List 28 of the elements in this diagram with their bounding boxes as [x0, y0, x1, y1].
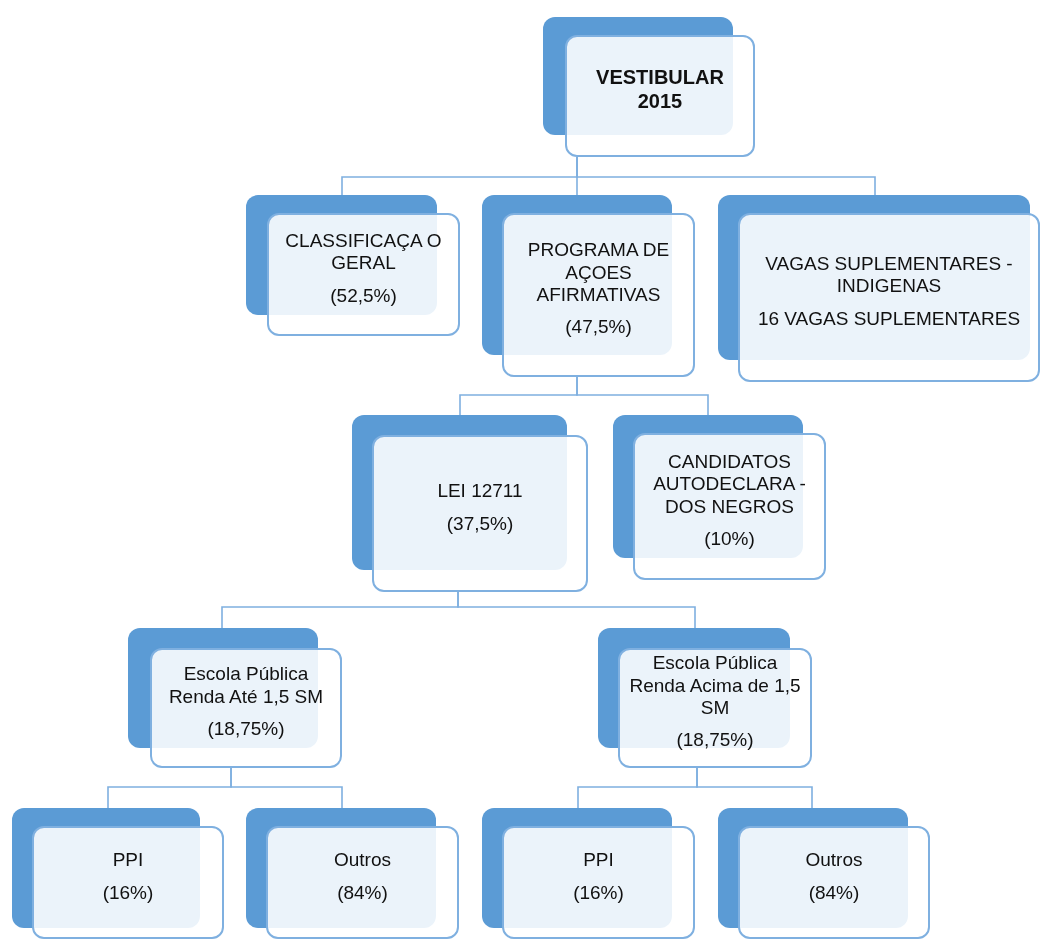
node-value: (84%) [337, 881, 388, 904]
node-value: (18,75%) [207, 718, 285, 741]
connector-line [230, 767, 343, 809]
node-value: (18,75%) [676, 729, 754, 752]
node-title: LEI 12711 [437, 480, 523, 503]
node-title: Outros [805, 849, 863, 872]
connector-line [696, 767, 813, 809]
node-value: (84%) [808, 881, 860, 904]
node-value: (16%) [102, 881, 154, 904]
connector-line [457, 591, 696, 629]
node-value: (37,5%) [446, 512, 514, 535]
node-title: Escola Pública Renda Acima de 1,5 SM [628, 652, 802, 720]
connector-line [576, 156, 876, 196]
node-value: (52,5%) [330, 284, 397, 308]
node-value: 16 VAGAS SUPLEMENTARES [757, 307, 1021, 331]
node-title: PROGRAMA DE AÇOES AFIRMATIVAS [526, 239, 671, 307]
node-value: (10%) [704, 527, 755, 551]
node-title: VAGAS SUPLEMENTARES - INDIGENAS [764, 252, 1014, 298]
connector-line [576, 376, 709, 416]
node-title: PPI [112, 849, 144, 872]
node-value: (16%) [573, 881, 624, 904]
node-title: Outros [334, 849, 391, 872]
node-title: Escola Pública Renda Até 1,5 SM [167, 663, 325, 709]
node-title: CLASSIFICAÇA O GERAL [284, 229, 443, 275]
node-value: (47,5%) [565, 316, 632, 339]
node-title: CANDIDATOS AUTODECLARA -DOS NEGROS [652, 450, 807, 518]
node-title: PPI [583, 849, 614, 872]
node-title: VESTIBULAR 2015 [595, 66, 725, 114]
